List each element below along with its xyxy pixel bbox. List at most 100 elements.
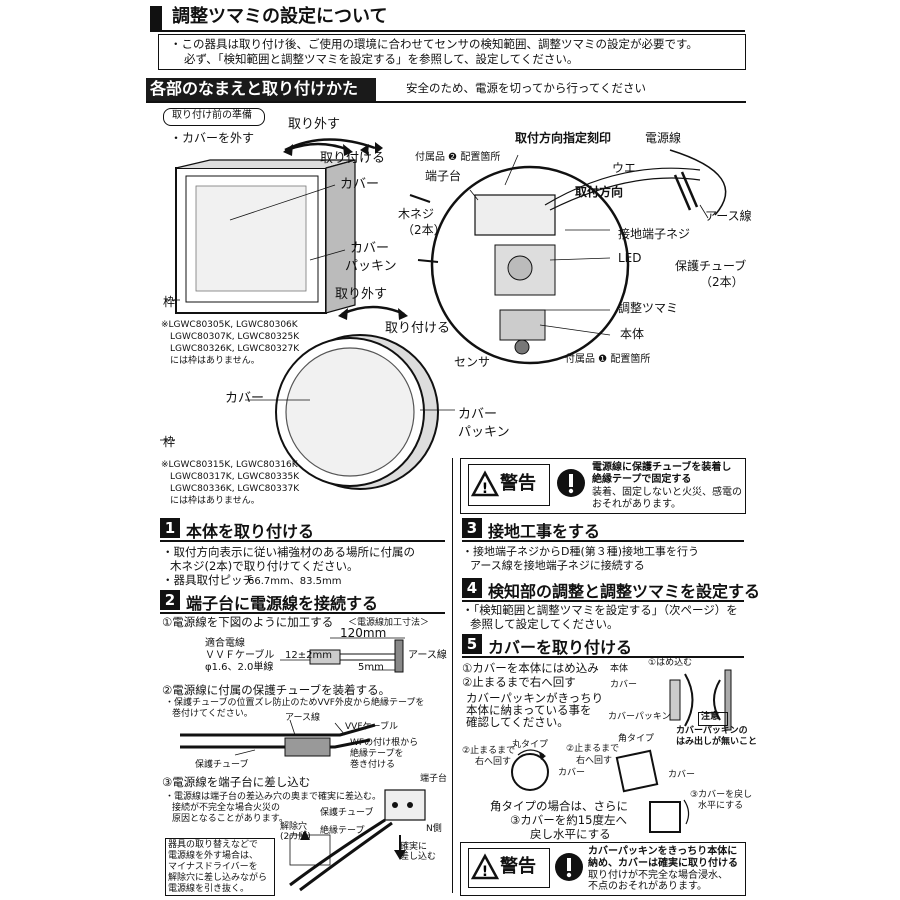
body-diagram-illustration xyxy=(409,149,727,365)
step2-sub3-note1: ・電源線は端子台の差込み穴の奥まで確実に差込む。 xyxy=(165,792,382,802)
warning2-triangle-icon: ! xyxy=(470,853,500,880)
step2-sub2-note1: ・保護チューブの位置ズレ防止のためVVF外皮から絶縁テープを xyxy=(165,698,425,708)
step2-dim-12: 12±2mm xyxy=(285,650,332,661)
step4-underline xyxy=(462,600,744,602)
header-title-bar: 調整ツマミの設定について xyxy=(150,6,745,32)
step5-pack2: 本体に納まっている事を xyxy=(466,703,592,717)
step2-terminal-diagram xyxy=(289,789,426,892)
step2-box1: 器具の取り替えなどで xyxy=(168,840,258,850)
step2-tube2: 保護チューブ xyxy=(320,808,374,818)
step2-wf2: 絶縁テープを xyxy=(350,749,404,759)
warning1-line4: おそれがあります。 xyxy=(592,499,681,510)
square-models-4: には枠はありません。 xyxy=(170,356,260,366)
step5-sq-note2: ③カバーを約15度左へ xyxy=(510,813,627,827)
step2-sub2-note2: 巻付けてください。 xyxy=(172,709,253,719)
round-models-2: LGWC80317K, LGWC80335K xyxy=(170,472,300,482)
step5-pack1: カバーパッキンがきっちり xyxy=(466,691,604,705)
step5-round-cover-diagram xyxy=(511,749,549,791)
step2-earth2: アース線 xyxy=(285,713,321,723)
step5-cover-s: カバー xyxy=(668,770,696,780)
step2-cable3: φ1.6、2.0単線 xyxy=(205,662,274,673)
led-label: LED xyxy=(618,251,642,265)
step5-square-cover-diagram xyxy=(615,749,659,793)
prep-label-box xyxy=(163,108,265,126)
step5-rotate2: 右へ回す xyxy=(475,757,512,767)
wood-screw-label1: 木ネジ xyxy=(398,207,435,221)
warning2-prohibit-icon xyxy=(555,853,583,881)
warning1-triangle-icon: ! xyxy=(470,470,500,497)
header-notice-line1: ・この器具は取り付け後、ご使用の環境に合わせてセンサの検知範囲、調整ツマミの設定… xyxy=(170,37,698,51)
wood-screw-label2: （2本） xyxy=(402,223,446,237)
step5-fit: ①はめ込む xyxy=(648,658,693,668)
step5-pack3: 確認してください。 xyxy=(466,715,569,729)
round-fixture-illustration xyxy=(160,334,455,490)
step2-vvf: VVFケーブル xyxy=(345,722,398,732)
section-parts-title: 各部のなまえと取り付けかた xyxy=(150,79,359,98)
round-packing-label2: パッキン xyxy=(458,425,510,440)
step5-rotate4: 右へ回す xyxy=(576,756,613,766)
step5-cover-packing: カバーパッキン xyxy=(608,712,671,722)
step5-caution2: はみ出しが無いこと xyxy=(676,737,758,747)
svg-text:!: ! xyxy=(482,864,488,880)
warning1-line1: 電源線に保護チューブを装着し xyxy=(592,462,732,473)
header-notice-box xyxy=(158,34,746,70)
step2-release1: 解除穴 xyxy=(280,822,308,832)
header-notice-line2: 必ず、「検知範囲と調整ツマミを設定する」を参照して、設定してください。 xyxy=(184,52,579,66)
step5-body: 本体 xyxy=(610,664,629,674)
prep-label: 取り付け前の準備 xyxy=(172,110,252,121)
step2-underline xyxy=(160,612,445,614)
round-attach-label: 取り付ける xyxy=(385,321,451,336)
warning2-line1: カバーパッキンをきっちり本体に xyxy=(588,846,738,857)
ue-label: ウエ xyxy=(612,161,637,175)
step2-wf1: WFの付け根から xyxy=(350,738,419,748)
step2-sub3-note3: 原因となることがあります。 xyxy=(172,814,288,824)
step2-tube: 保護チューブ xyxy=(195,760,249,770)
square-arrow-icon xyxy=(283,142,353,156)
step2-terminal: 端子台 xyxy=(420,774,448,784)
step2-nside: N側 xyxy=(426,824,442,834)
step2-dim-5: 5mm xyxy=(358,662,384,673)
warning2-label-box xyxy=(468,848,550,888)
direction-mark-label: 取付方向指定刻印 xyxy=(515,131,612,145)
round-models-3: LGWC80336K, LGWC80337K xyxy=(170,484,300,494)
round-packing-label1: カバー xyxy=(458,407,498,422)
step5-square-type: 角タイプ xyxy=(618,734,655,744)
cover-remove-label: ・カバーを外す xyxy=(170,131,255,145)
step2-box2: 電源線を外す場合は、 xyxy=(168,851,259,861)
step3-title: 接地工事をする xyxy=(488,522,601,541)
step2-cable1: 適合電線 xyxy=(205,638,245,649)
step5-cover-side-diagram xyxy=(669,669,732,731)
section-parts-title-bar: 各部のなまえと取り付けかた xyxy=(146,78,376,102)
step2-box4: 解除穴に差し込みながら xyxy=(168,873,268,883)
round-cover-label: カバー xyxy=(225,391,265,406)
section-parts-underline xyxy=(146,101,746,103)
step2-number: 2 xyxy=(160,590,180,610)
step5-sq-note3: 戻し水平にする xyxy=(530,827,611,841)
svg-text:!: ! xyxy=(482,481,488,497)
step2-sub3-note2: 接続が不完全な場合火災の xyxy=(172,803,281,813)
step5-rotate1: ②止まるまで xyxy=(462,746,516,756)
step2-sub2: ②電源線に付属の保護チューブを装着する。 xyxy=(162,683,391,697)
square-packing-label1: カバー xyxy=(350,241,390,256)
step1-line2: 木ネジ(2本)で取り付けてください。 xyxy=(170,559,359,573)
square-frame-label: 枠 xyxy=(163,295,176,309)
step5-cover: カバー xyxy=(610,680,638,690)
square-cover-label: カバー xyxy=(340,177,380,192)
warning2-box xyxy=(460,842,746,896)
accessory2-label: 付属品 ❷ 配置箇所 xyxy=(415,152,501,163)
step5-underline xyxy=(462,656,744,658)
column-divider xyxy=(452,458,453,893)
step5-title: カバーを取り付ける xyxy=(488,638,633,657)
direction-label: 取付方向 xyxy=(575,185,624,199)
step5-back1: ③カバーを戻し xyxy=(690,790,753,800)
step2-release2: (2カ所) xyxy=(280,832,311,842)
step1-line1: ・取付方向表示に従い補強材のある場所に付属の xyxy=(162,545,415,559)
step4-number: 4 xyxy=(462,578,482,598)
section-parts-note: 安全のため、電源を切ってから行ってください xyxy=(406,81,647,95)
step4-title: 検知部の調整と調整ツマミを設定する xyxy=(488,582,761,601)
tube-label1: 保護チューブ xyxy=(675,259,747,273)
square-attach-label: 取り付ける xyxy=(320,151,386,166)
warning2-label: 警告 xyxy=(500,856,536,877)
terminal-label: 端子台 xyxy=(425,169,462,183)
step5-sub1: ①カバーを本体にはめ込み xyxy=(462,661,599,675)
